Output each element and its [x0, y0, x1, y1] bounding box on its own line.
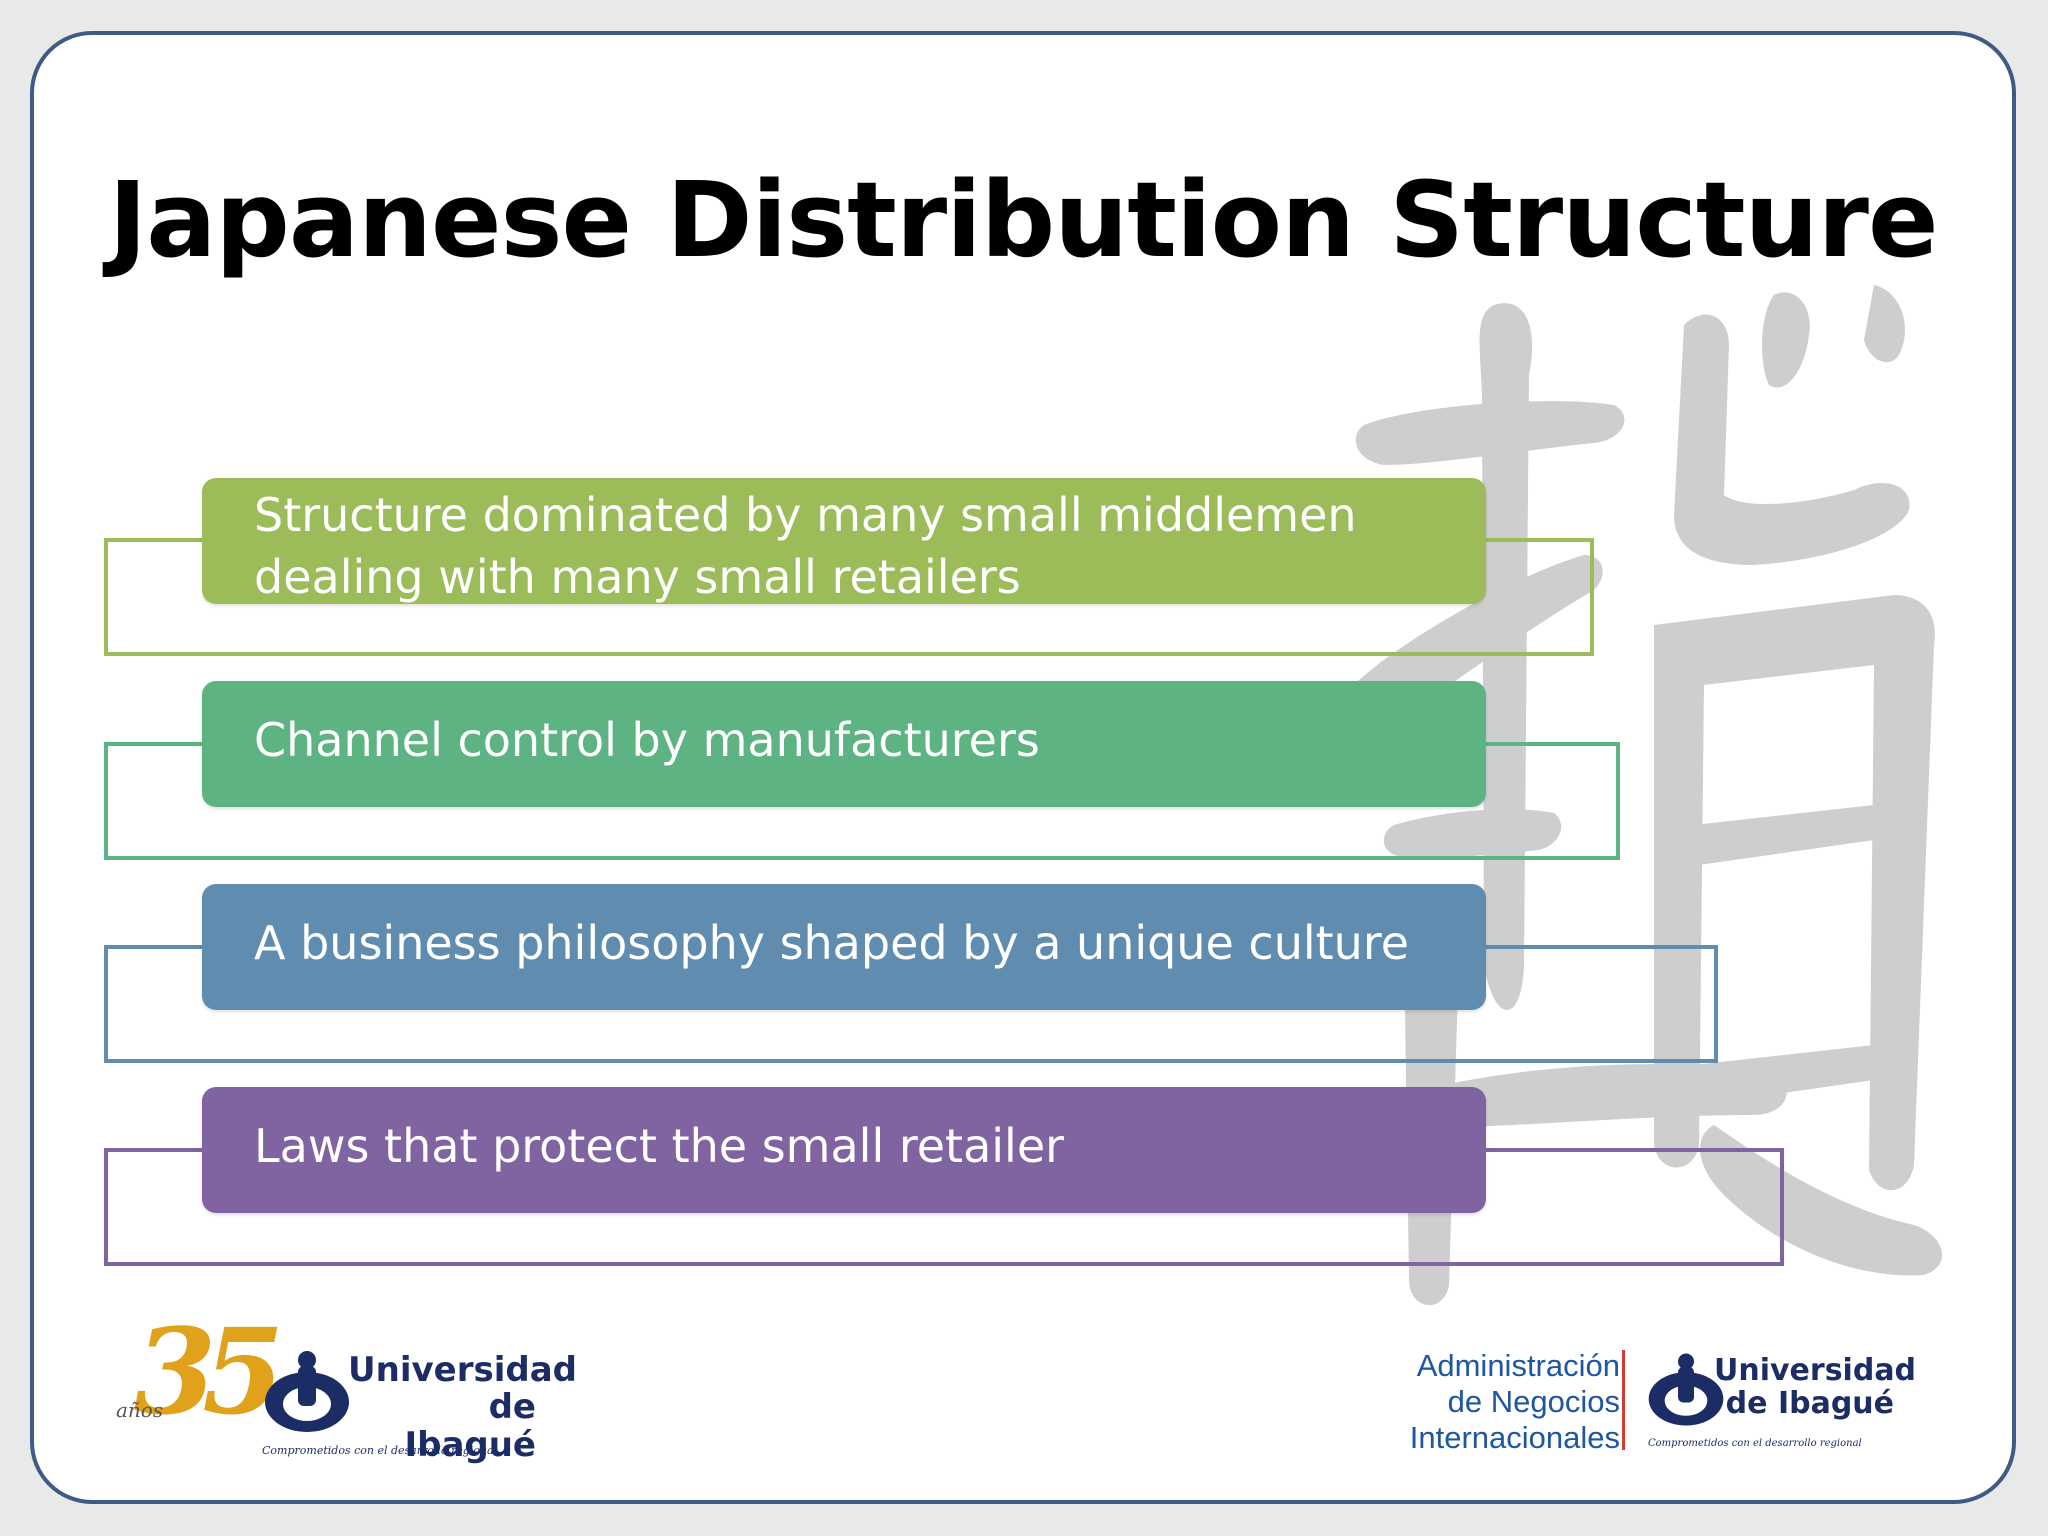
list-item-3: A business philosophy shaped by a unique…: [202, 884, 1486, 1010]
faculty-name: Administración de Negocios Internacional…: [1409, 1348, 1620, 1455]
list-item-text: Structure dominated by many small middle…: [254, 488, 1357, 604]
university-name: Universidad de Ibagué: [1714, 1353, 1917, 1421]
anniversary-word: años: [116, 1398, 164, 1422]
university-emblem-icon: [1648, 1353, 1724, 1426]
list-item-text: Channel control by manufacturers: [254, 713, 1040, 767]
university-tagline: Comprometidos con el desarrollo regional: [1648, 1438, 1862, 1449]
university-tagline: Comprometidos con el desarrollo regional: [262, 1444, 498, 1457]
logo-divider: [1622, 1350, 1625, 1450]
university-name: Universidad de Ibagué: [348, 1350, 577, 1465]
list-item-text: Laws that protect the small retailer: [254, 1119, 1065, 1173]
list-item-text: A business philosophy shaped by a unique…: [254, 916, 1410, 970]
anniversary-number: 35: [134, 1302, 284, 1441]
list-item-4: Laws that protect the small retailer: [202, 1087, 1486, 1213]
list-item-2: Channel control by manufacturers: [202, 681, 1486, 807]
slide-title: Japanese Distribution Structure: [108, 159, 1939, 281]
kanji-watermark: [1354, 285, 1943, 1306]
faculty-university-logo: Administración de Negocios Internacional…: [1380, 1310, 1917, 1455]
slide: Japanese Distribution Structure Structur…: [30, 31, 2016, 1504]
list-item-1: Structure dominated by many small middle…: [202, 478, 1486, 604]
university-emblem-icon: [265, 1351, 349, 1432]
university-anniversary-logo: 35 años Universidad de Ibagué Comprometi…: [116, 1302, 586, 1463]
